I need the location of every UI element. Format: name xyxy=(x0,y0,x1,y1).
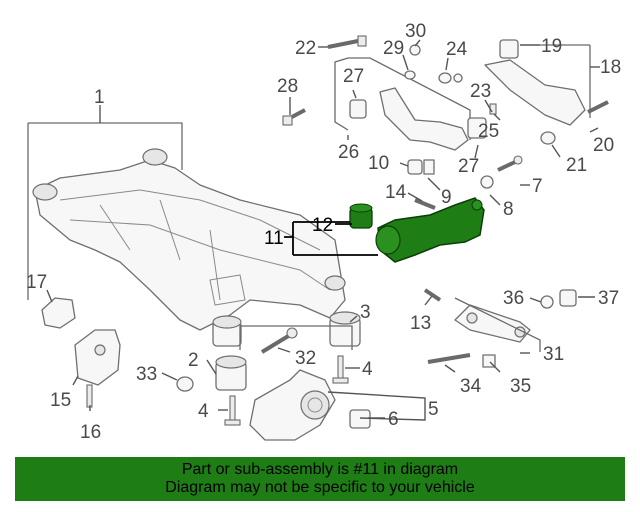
frame-1 xyxy=(27,122,183,300)
bushing-1-drawing xyxy=(212,315,242,347)
cover-17-drawing xyxy=(41,297,76,329)
callout-27b: 27 xyxy=(458,156,479,177)
part-24-drawing xyxy=(438,72,452,84)
callout-36: 36 xyxy=(503,288,524,309)
callout-4b: 4 xyxy=(198,401,209,422)
bolt-14-drawing xyxy=(414,198,436,210)
part-37-drawing xyxy=(559,289,577,307)
callout-35: 35 xyxy=(510,376,531,397)
knuckle-drawing xyxy=(249,369,371,441)
callout-21: 21 xyxy=(566,155,587,176)
lower-arm-19-drawing xyxy=(484,39,586,126)
part-21-drawing xyxy=(540,131,556,145)
banner-line-2: Diagram may not be specific to your vehi… xyxy=(165,479,475,496)
callout-1: 1 xyxy=(94,87,105,108)
bolt-32-drawing xyxy=(260,327,298,354)
callout-18: 18 xyxy=(600,57,621,78)
callout-37: 37 xyxy=(598,288,619,309)
info-banner: Part or sub-assembly is #11 in diagram D… xyxy=(15,457,625,501)
callout-20: 20 xyxy=(593,135,614,156)
frame-18-19 xyxy=(540,44,591,118)
callout-9: 9 xyxy=(441,187,452,208)
link-31-drawing xyxy=(454,304,531,343)
part-10-drawing xyxy=(407,159,423,175)
callout-13: 13 xyxy=(410,313,431,334)
callout-4a: 4 xyxy=(362,359,373,380)
upper-arm-26-drawing xyxy=(349,87,487,151)
nut-33-drawing xyxy=(176,376,194,392)
callout-27a: 27 xyxy=(343,66,364,87)
callout-10: 10 xyxy=(368,153,389,174)
frame-31 xyxy=(454,297,541,352)
part-36-drawing xyxy=(540,295,554,309)
callout-labels: 1 2 3 4 4 5 6 7 8 9 10 11 12 13 14 15 16… xyxy=(26,21,621,443)
callout-25: 25 xyxy=(478,121,499,142)
bushing-2-drawing xyxy=(215,355,247,391)
callout-23: 23 xyxy=(470,81,491,102)
callout-28: 28 xyxy=(277,76,298,97)
bolt-28-drawing xyxy=(282,108,306,126)
callout-15: 15 xyxy=(50,390,71,411)
part-8-drawing xyxy=(480,175,494,189)
bolt-20-drawing xyxy=(587,100,609,114)
part-29-drawing xyxy=(404,70,416,80)
callout-32: 32 xyxy=(295,348,316,369)
callout-3: 3 xyxy=(360,302,371,323)
bolt-4-drawing xyxy=(224,355,349,426)
callout-16: 16 xyxy=(80,422,101,443)
callout-6: 6 xyxy=(388,409,399,430)
callout-5: 5 xyxy=(428,399,439,420)
callout-31: 31 xyxy=(543,344,564,365)
frame-2-3 xyxy=(239,325,353,350)
control-arm-11-highlighted xyxy=(375,197,485,263)
callout-29: 29 xyxy=(383,38,404,59)
callout-19: 19 xyxy=(541,36,562,57)
callout-33: 33 xyxy=(136,364,157,385)
leader-lines xyxy=(46,39,600,421)
part-23-drawing xyxy=(453,73,463,83)
subframe-drawing xyxy=(32,148,346,339)
part-30-drawing xyxy=(409,44,421,56)
callout-30: 30 xyxy=(405,21,426,42)
callout-11: 11 xyxy=(264,228,284,249)
bolt-34-drawing xyxy=(427,353,471,364)
callout-34: 34 xyxy=(460,376,482,397)
callout-17: 17 xyxy=(26,272,47,293)
callout-12: 12 xyxy=(312,215,333,236)
callout-7: 7 xyxy=(532,176,543,197)
parts-diagram: 1 2 3 4 4 5 6 7 8 9 10 11 12 13 14 15 16… xyxy=(26,21,621,443)
callout-26: 26 xyxy=(338,142,359,163)
callout-14: 14 xyxy=(385,182,407,203)
bushing-12-highlighted xyxy=(349,203,373,229)
callout-24: 24 xyxy=(446,39,468,60)
bolt-22-drawing xyxy=(327,35,367,49)
banner-line-1: Part or sub-assembly is #11 in diagram xyxy=(181,461,459,478)
bolt-13-drawing xyxy=(423,288,442,302)
bracket-15-drawing xyxy=(74,329,121,408)
callout-8: 8 xyxy=(503,199,514,220)
callout-2: 2 xyxy=(188,350,199,371)
callout-22: 22 xyxy=(295,38,316,59)
bolt-7-drawing xyxy=(497,155,523,172)
part-9-drawing xyxy=(423,159,435,175)
